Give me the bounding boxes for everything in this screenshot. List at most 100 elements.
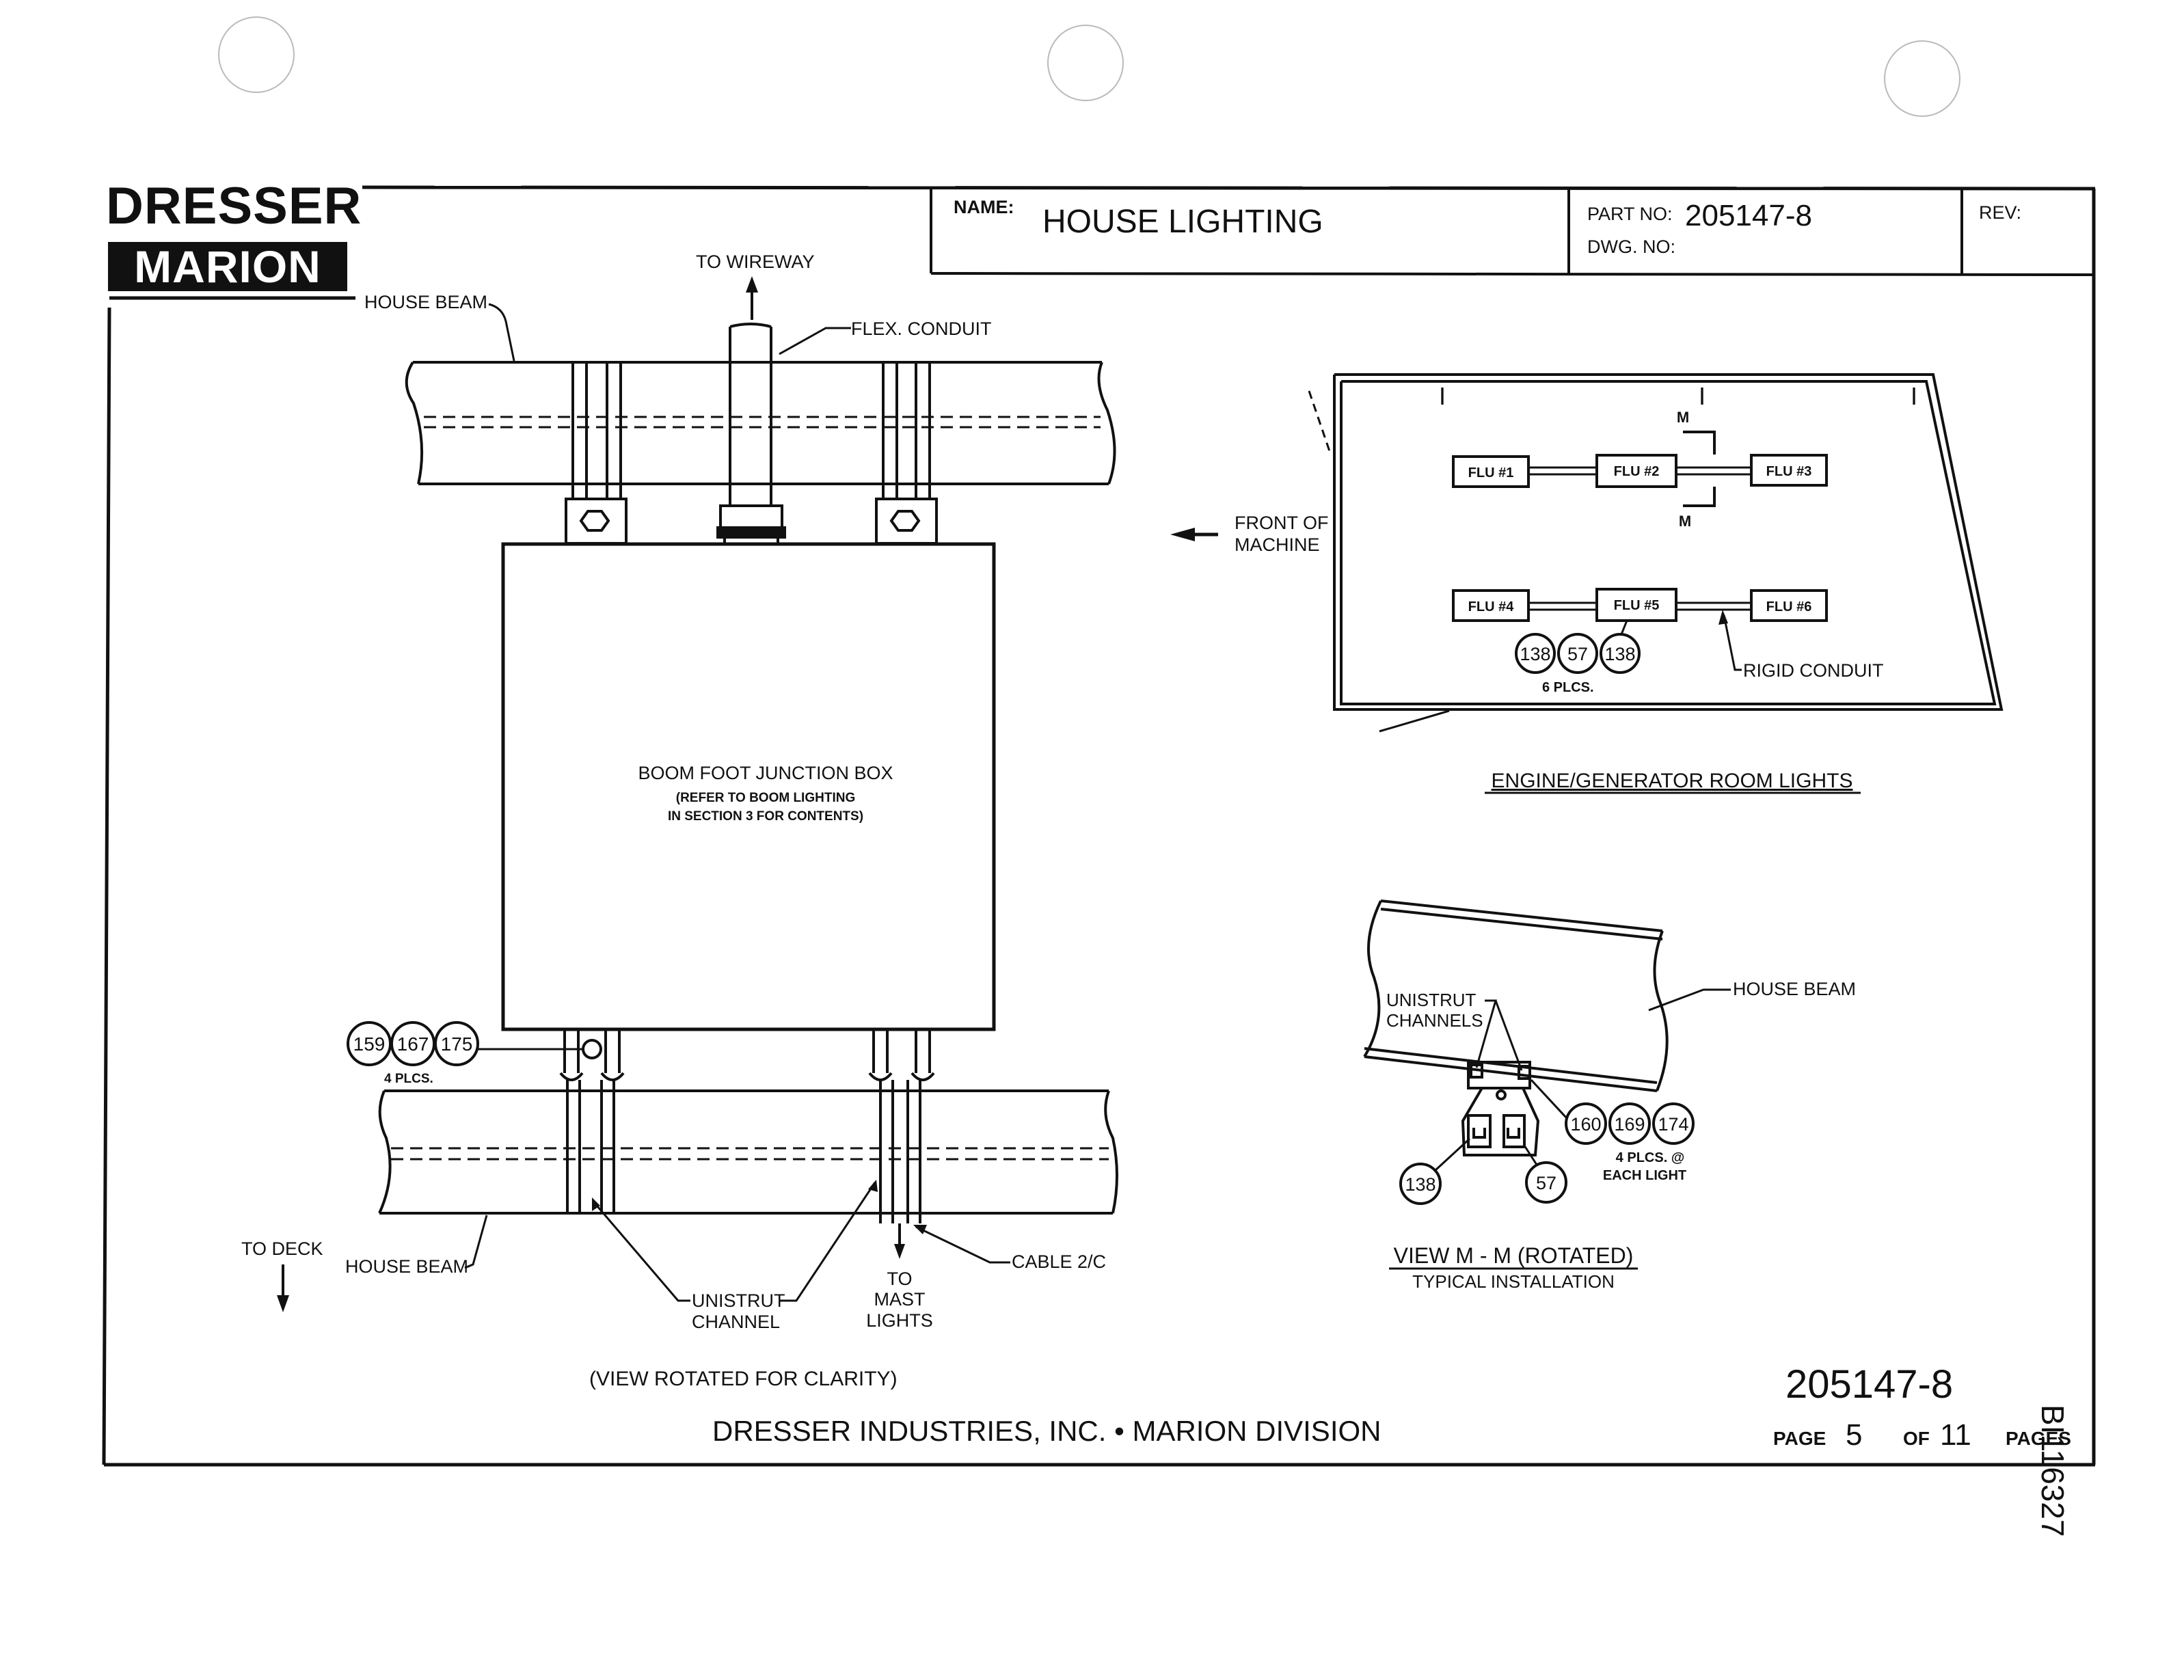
of-label: OF	[1903, 1428, 1930, 1449]
svg-text:167: 167	[397, 1033, 429, 1055]
rev-label: REV:	[1979, 202, 2021, 223]
boom-foot-junction-box	[501, 542, 996, 1031]
fixture-flu-1: FLU #1	[1452, 455, 1530, 488]
svg-text:138: 138	[1520, 644, 1550, 664]
svg-text:FLU #6: FLU #6	[1766, 599, 1812, 614]
house-beam-bottom	[378, 1089, 1118, 1215]
detail-house-beam-label: HOUSE BEAM	[1733, 979, 1856, 999]
svg-text:57: 57	[1567, 644, 1588, 664]
svg-text:169: 169	[1614, 1114, 1645, 1135]
detail-view-title: VIEW M - M (ROTATED)	[1394, 1243, 1634, 1268]
page-total: 11	[1940, 1418, 1971, 1452]
unistrut-channel-label-1: UNISTRUT	[692, 1290, 785, 1311]
room-callout-138b: 138	[1600, 633, 1641, 674]
footer-drawing-number: 205147-8	[1785, 1362, 1953, 1407]
cable-label: CABLE 2/C	[1012, 1251, 1106, 1272]
logo-dresser: DRESSER	[106, 177, 362, 235]
house-beam-label-top: HOUSE BEAM	[364, 292, 487, 312]
pages-label: PAGES	[2006, 1428, 2071, 1449]
detail-leader-138	[1434, 1137, 1471, 1171]
nut-icon	[889, 510, 921, 532]
svg-text:138: 138	[1604, 644, 1635, 664]
page-number: 5	[1846, 1418, 1862, 1452]
unistrut-channel-top	[565, 362, 938, 545]
junction-box-note-2: IN SECTION 3 FOR CONTENTS)	[668, 809, 863, 824]
fixture-flu-6: FLU #6	[1750, 589, 1828, 622]
rigid-conduit-leader	[1718, 610, 1742, 671]
detail-callout-57: 57	[1525, 1161, 1567, 1204]
house-beam-top	[405, 361, 1116, 485]
beam-mark-1: I	[1439, 382, 1446, 410]
detail-view-subtitle: TYPICAL INSTALLATION	[1412, 1271, 1615, 1292]
lower-connectors	[559, 1029, 935, 1081]
room-outline	[1308, 373, 2004, 733]
section-mark-top: M	[1677, 409, 1689, 426]
page-label: PAGE	[1773, 1428, 1826, 1449]
flex-conduit-label: FLEX. CONDUIT	[851, 319, 992, 339]
section-mark-bottom: M	[1679, 513, 1691, 530]
junction-box-title: BOOM FOOT JUNCTION BOX	[638, 763, 893, 783]
svg-text:138: 138	[1405, 1174, 1435, 1195]
section-line	[1683, 431, 1716, 455]
junction-box-note-1: (REFER TO BOOM LIGHTING	[676, 791, 855, 805]
detail-house-beam-leader	[1648, 988, 1731, 1012]
logo-marion: MARION	[108, 242, 347, 291]
flex-conduit	[716, 323, 786, 545]
wireway-arrow	[746, 276, 758, 320]
name-label: NAME:	[954, 197, 1014, 217]
beam-mark-3: I	[1911, 382, 1917, 410]
front-of-machine-arrow	[1170, 528, 1218, 541]
svg-text:174: 174	[1658, 1114, 1688, 1135]
detail-callout-leader	[1530, 1079, 1568, 1120]
unistrut-leaders	[592, 1180, 878, 1302]
detail-unistrut-leader	[1475, 999, 1523, 1071]
svg-text:175: 175	[441, 1033, 473, 1055]
rigid-conduits	[1528, 466, 1751, 611]
room-callout-57: 57	[1557, 633, 1598, 674]
deck-arrow	[277, 1264, 289, 1312]
beam-mark-2: I	[1699, 382, 1706, 410]
drawing-title: HOUSE LIGHTING	[1042, 204, 1323, 240]
nut-icon	[579, 510, 610, 532]
front-of-machine-2: MACHINE	[1235, 534, 1320, 555]
view-rotated-note: (VIEW ROTATED FOR CLARITY)	[589, 1368, 898, 1390]
flex-conduit-leader	[779, 327, 851, 355]
svg-text:FLU #2: FLU #2	[1614, 464, 1660, 479]
fixture-flu-3: FLU #3	[1750, 454, 1828, 487]
detail-qty-2: EACH LIGHT	[1603, 1168, 1686, 1183]
to-mast-label-3: LIGHTS	[866, 1310, 933, 1331]
fixture-flu-4: FLU #4	[1452, 589, 1530, 622]
unistrut-channel-bottom	[566, 1080, 921, 1223]
front-of-machine-1: FRONT OF	[1235, 513, 1329, 533]
svg-text:160: 160	[1570, 1114, 1601, 1135]
svg-text:FLU #3: FLU #3	[1766, 464, 1812, 479]
detail-house-beam	[1363, 899, 1669, 1092]
svg-text:FLU #4: FLU #4	[1468, 599, 1515, 614]
house-beam-leader-bottom	[464, 1215, 488, 1269]
to-deck-label: TO DECK	[241, 1238, 323, 1259]
section-line	[1683, 487, 1716, 507]
detail-callout-160: 160	[1565, 1102, 1607, 1145]
house-beam-leader-top	[488, 303, 515, 362]
fixture-flu-2: FLU #2	[1595, 454, 1677, 488]
detail-callout-169: 169	[1608, 1102, 1651, 1145]
room-callout-leader	[1620, 620, 1628, 635]
detail-qty-1: 4 PLCS. @	[1616, 1150, 1685, 1165]
room-callout-138: 138	[1515, 633, 1556, 674]
house-beam-label-bottom: HOUSE BEAM	[345, 1256, 468, 1277]
callout-qty-left: 4 PLCS.	[384, 1072, 433, 1086]
svg-text:57: 57	[1536, 1173, 1556, 1193]
unistrut-channel-label-2: CHANNEL	[692, 1312, 780, 1332]
to-mast-label-1: TO	[887, 1269, 912, 1289]
detail-unistrut-1: UNISTRUT	[1386, 990, 1477, 1010]
room-view-title: ENGINE/GENERATOR ROOM LIGHTS	[1492, 770, 1853, 792]
company-name: DRESSER INDUSTRIES, INC. • MARION DIVISI…	[712, 1415, 1381, 1447]
cable-leader	[913, 1225, 1010, 1264]
room-callout-qty: 6 PLCS.	[1542, 680, 1594, 695]
dwg-no-label: DWG. NO:	[1587, 236, 1675, 257]
svg-text:FLU #5: FLU #5	[1614, 598, 1660, 613]
punch-holes	[218, 16, 1960, 117]
callout-175: 175	[434, 1021, 479, 1066]
detail-callout-174: 174	[1652, 1102, 1695, 1145]
